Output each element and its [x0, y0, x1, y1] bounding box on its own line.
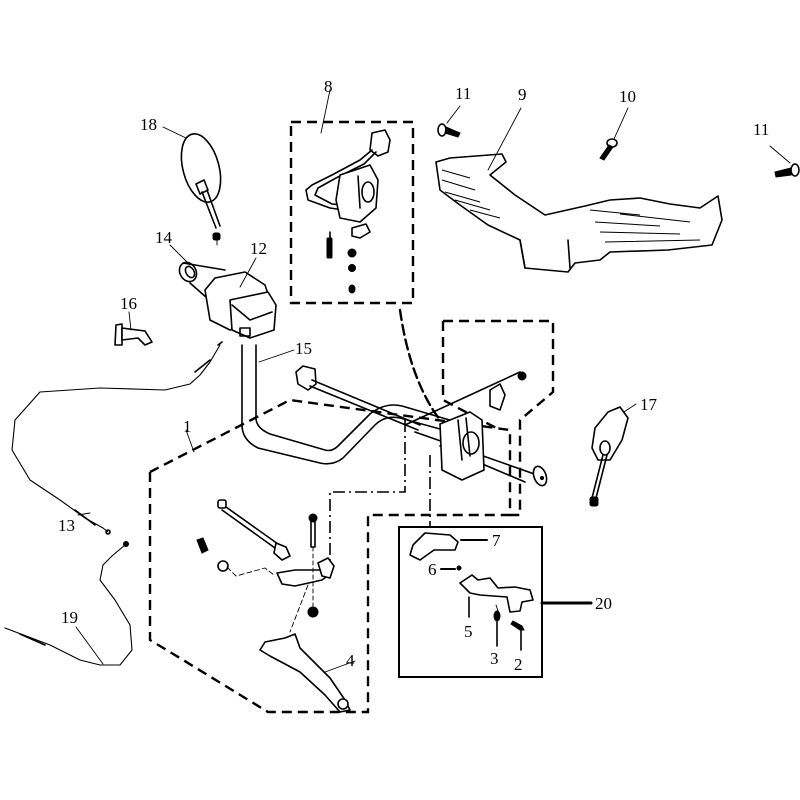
leader-11-right	[769, 145, 791, 164]
screw-11-right	[774, 163, 800, 178]
clutch-lever-4	[259, 633, 351, 713]
leader-16	[128, 311, 132, 331]
bracket-5	[459, 574, 534, 613]
callout-3: 3	[490, 649, 499, 668]
handlebar-cover-9	[435, 153, 723, 273]
callout-8: 8	[324, 77, 333, 96]
leader-13	[77, 512, 91, 516]
clutch-cable-19	[4, 541, 133, 666]
callout-15: 15	[295, 339, 312, 358]
callout-16: 16	[120, 294, 137, 313]
leader-12	[239, 257, 257, 288]
leader-4	[324, 660, 356, 673]
screw-10	[599, 138, 618, 161]
mirror-right-17	[589, 406, 629, 507]
leader-1	[185, 429, 195, 453]
callout-7: 7	[492, 531, 501, 550]
callout-4: 4	[346, 651, 355, 670]
callout-6: 6	[428, 560, 437, 579]
callout-2: 2	[514, 655, 523, 674]
handlebar-15	[241, 344, 548, 487]
leader-8	[320, 89, 331, 134]
throttle-housing-12	[204, 271, 277, 339]
group-box-right-switch	[443, 319, 555, 517]
switch-assembly-8	[305, 129, 391, 294]
leader-11-left	[446, 105, 461, 124]
callout-10: 10	[619, 87, 636, 106]
callout-19: 19	[61, 608, 78, 627]
pin-6	[456, 565, 462, 571]
leader-19	[75, 626, 104, 665]
leader-dashdot-1	[321, 420, 406, 571]
leader-17	[623, 403, 637, 413]
callout-9: 9	[518, 85, 527, 104]
throttle-grip-14	[178, 261, 226, 306]
callout-5: 5	[464, 622, 473, 641]
leader-9	[487, 107, 522, 171]
switch-8-cable	[398, 308, 442, 422]
callout-13: 13	[58, 516, 75, 535]
cover-7	[409, 532, 459, 561]
bolt-2	[510, 620, 525, 631]
callout-18: 18	[140, 115, 157, 134]
clutch-lever-parts	[196, 499, 335, 633]
leader-15	[258, 349, 295, 363]
callout-1: 1	[183, 417, 192, 436]
switch-wire-connector	[295, 365, 421, 431]
callout-20: 20	[595, 594, 612, 613]
spring-3	[493, 604, 501, 622]
group-box-8	[289, 120, 415, 305]
right-switch-clamp	[489, 371, 527, 411]
callout-14: 14	[155, 228, 173, 247]
clip-16	[114, 323, 153, 346]
leader-10	[613, 107, 629, 140]
group-box-1	[148, 398, 512, 714]
callout-12: 12	[250, 239, 267, 258]
right-switch-housing	[404, 371, 521, 481]
mirror-left-18	[180, 133, 222, 246]
callout-11-left: 11	[455, 84, 471, 103]
leader-18	[162, 126, 187, 139]
throttle-cable-13	[11, 341, 223, 535]
leader-14	[169, 244, 191, 266]
callout-17: 17	[640, 395, 658, 414]
screw-11-left	[437, 123, 461, 138]
callout-11-right: 11	[753, 120, 769, 139]
